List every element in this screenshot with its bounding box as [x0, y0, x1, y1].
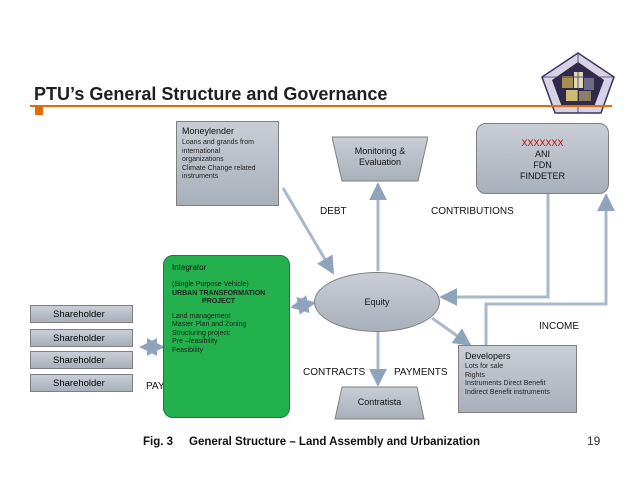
developers-heading: Developers [465, 351, 511, 361]
contributions-label: CONTRIBUTIONS [431, 206, 514, 217]
monitoring-label: Monitoring & [354, 146, 406, 156]
shareholder-box: Shareholder [30, 329, 133, 347]
moneylender-line: instruments [182, 173, 219, 180]
integrator-project: URBAN TRANSFORMATION [172, 289, 266, 297]
equity-label: Equity [364, 297, 390, 307]
page-number: 19 [587, 434, 601, 448]
integrator-task: Pre –feasibility [172, 338, 218, 345]
page-title: PTU’s General Structure and Governance [34, 84, 388, 104]
integrator-heading: Integrator [172, 263, 207, 272]
contratista-label: Contratista [357, 397, 402, 407]
contributions-arrow [439, 190, 550, 306]
title-underline [30, 105, 612, 107]
integrator-project: PROJECT [202, 298, 236, 305]
moneylender-line: Climate Change related [182, 164, 256, 172]
developers-item: Lots for sale [465, 363, 504, 370]
debt-label: DEBT [320, 206, 347, 217]
integrator-task: Master Plan and Zoning [172, 321, 247, 328]
funders-code: XXXXXXX [521, 138, 564, 148]
integrator-subtitle: (Single Purpose Vehicle) [172, 281, 249, 288]
developers-item: Indirect Benefit instruments [465, 388, 550, 396]
logo-emblem [538, 50, 618, 116]
developers-item: Instruments Direct Benefit [465, 380, 546, 387]
monitoring-evaluation-box: Monitoring & Evaluation [332, 136, 428, 182]
funders-item: ANI [534, 149, 550, 159]
title-bullet [35, 107, 43, 115]
figure-caption: General Structure – Land Assembly and Ur… [189, 436, 480, 448]
contratista-box: Contratista [334, 386, 425, 420]
moneylender-heading: Moneylender [182, 126, 235, 136]
developers-item: Rights [465, 371, 485, 379]
integrator-equity-arrow [290, 295, 316, 315]
debt-arrow [281, 187, 335, 275]
income-label: INCOME [539, 321, 579, 332]
integrator-box: Integrator (Single Purpose Vehicle) URBA… [163, 255, 290, 418]
moneylender-line: organizations [182, 156, 224, 163]
developers-box: Developers Lots for sale Rights Instrume… [458, 345, 577, 413]
funders-item: FINDETER [520, 171, 565, 181]
payments-label: PAYMENTS [394, 367, 448, 378]
contracts-label: CONTRACTS [303, 367, 366, 378]
figure-number: Fig. 3 [143, 436, 174, 448]
integrator-task: Feasibility [172, 346, 204, 354]
moneylender-box: Moneylender Loans and grands from intern… [176, 121, 279, 206]
evaluation-label: Evaluation [358, 157, 402, 167]
shareholder-box: Shareholder [30, 305, 133, 323]
equity-node: Equity [314, 272, 440, 332]
shareholder-box: Shareholder [30, 351, 133, 369]
shareholder-box: Shareholder [30, 374, 133, 392]
funders-item: FDN [533, 160, 552, 170]
moneylender-line: international [182, 147, 221, 155]
moneylender-line: Loans and grands from [182, 139, 254, 146]
payments-arrow [431, 316, 472, 347]
integrator-task: Structuring project: [172, 329, 231, 337]
funders-box: XXXXXXX ANI FDN FINDETER [476, 123, 609, 194]
integrator-task: Land management [172, 312, 231, 320]
income-arrow [484, 193, 615, 345]
